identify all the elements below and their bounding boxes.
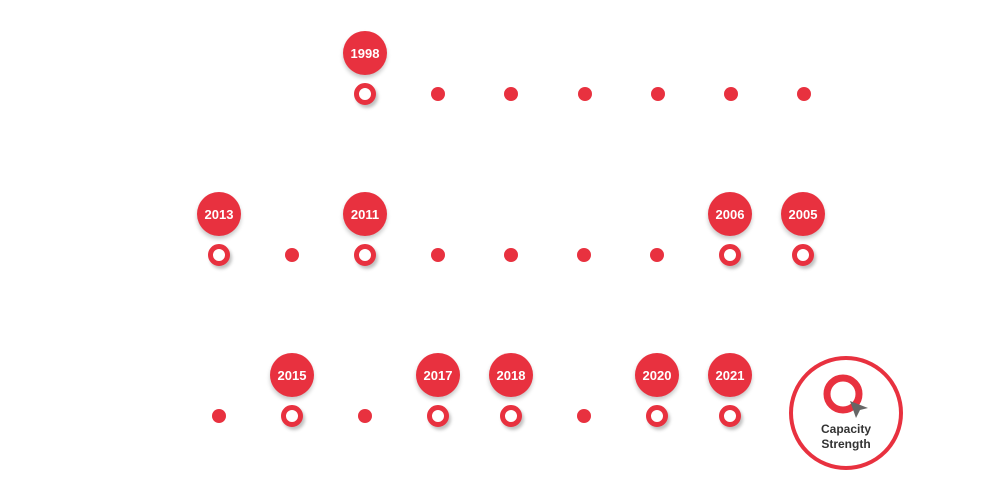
year-badge-2006: 2006 xyxy=(708,192,752,236)
logo-caption-line1: Capacity xyxy=(820,422,872,436)
milestone-ring-marker xyxy=(354,244,376,266)
timeline-dot xyxy=(431,248,445,262)
year-badge-2005: 2005 xyxy=(781,192,825,236)
timeline-dot xyxy=(285,248,299,262)
milestone-ring-marker xyxy=(281,405,303,427)
timeline-dot xyxy=(577,248,591,262)
milestone-ring-marker xyxy=(427,405,449,427)
timeline-dot xyxy=(504,248,518,262)
timeline-dot xyxy=(212,409,226,423)
logo-caption: Capacity Strength xyxy=(793,422,899,452)
year-badge-2011: 2011 xyxy=(343,192,387,236)
milestone-ring-marker xyxy=(719,405,741,427)
timeline-dot xyxy=(431,87,446,101)
milestone-ring-marker xyxy=(500,405,522,427)
year-badge-2013: 2013 xyxy=(197,192,241,236)
timeline-dot xyxy=(358,409,372,423)
timeline-dot xyxy=(724,87,738,101)
year-badge-2020: 2020 xyxy=(635,353,679,397)
timeline-dot xyxy=(504,87,519,101)
timeline-dot xyxy=(797,87,812,101)
milestone-ring-marker xyxy=(792,244,814,266)
timeline-dot xyxy=(577,87,592,101)
year-badge-2021: 2021 xyxy=(708,353,752,397)
year-badge-1998: 1998 xyxy=(343,31,387,75)
timeline-dot xyxy=(577,409,591,423)
milestone-ring-marker xyxy=(208,244,230,266)
timeline-dot xyxy=(650,87,665,101)
capacity-strength-logo: Capacity Strength xyxy=(789,356,903,470)
timeline-dot xyxy=(650,248,664,262)
year-badge-2017: 2017 xyxy=(416,353,460,397)
logo-caption-line2: Strength xyxy=(821,437,871,451)
milestone-ring-marker xyxy=(646,405,668,427)
year-badge-2015: 2015 xyxy=(270,353,314,397)
q-pointer-icon xyxy=(823,374,868,418)
milestone-ring-marker xyxy=(354,83,376,105)
year-badge-2018: 2018 xyxy=(489,353,533,397)
milestone-ring-marker xyxy=(719,244,741,266)
